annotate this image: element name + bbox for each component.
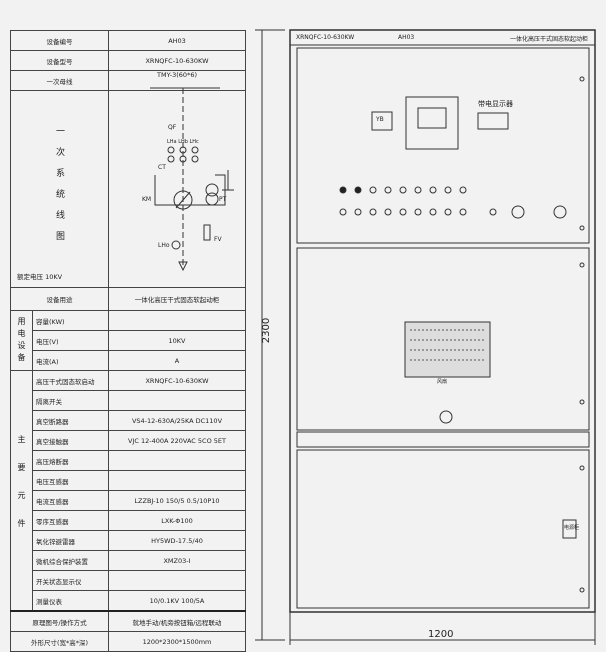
diagram-label: 一次系统线图	[54, 126, 64, 252]
yb-box	[371, 111, 393, 131]
indicator-lamp	[444, 208, 452, 216]
indicator-lamp	[399, 208, 407, 216]
indicator-lamp	[414, 208, 422, 216]
middle-door	[296, 247, 590, 431]
indicator-lamp	[339, 208, 347, 216]
indicator-lamp	[414, 186, 422, 194]
indicator-lamp	[369, 186, 377, 194]
door-lock-icon	[439, 410, 453, 424]
diagram-label-cell: 一次系统线图额定电压 10KV	[10, 90, 109, 288]
zero-ct-label: LHo	[158, 242, 170, 249]
qf-label: QF	[168, 124, 177, 131]
lh-label: LHa LHb LHc	[167, 139, 199, 145]
live-display-label: 带电显示器	[478, 100, 513, 108]
indicator-lamp	[429, 208, 437, 216]
protection-relay	[405, 96, 459, 150]
indicator-lamp	[399, 186, 407, 194]
indicator-lamp	[369, 208, 377, 216]
cabinet-number: AH03	[398, 34, 415, 41]
pt-label: PT	[219, 196, 227, 203]
width-dimension: 1200	[428, 629, 454, 640]
row-value	[108, 570, 246, 591]
indicator-lamp	[354, 208, 362, 216]
selector-switch	[553, 205, 567, 219]
ct-label: CT	[158, 164, 166, 171]
rated-voltage: 额定电压 10KV	[17, 273, 63, 281]
indicator-lamp	[384, 186, 392, 194]
lower-door	[296, 449, 590, 609]
height-dimension: 2300	[261, 317, 273, 344]
cabinet-front-view	[289, 29, 596, 613]
fan-label: 风扇	[437, 379, 448, 385]
indicator-lamp	[339, 186, 347, 194]
upper-door	[296, 47, 590, 244]
cabinet-model: XRNQFC-10-630KW	[296, 34, 355, 41]
yb-label: YB	[376, 116, 384, 123]
indicator-lamp	[444, 186, 452, 194]
km-label: KM	[142, 196, 152, 203]
row-label: 开关状态显示仪	[32, 570, 109, 591]
indicator-lamp	[429, 186, 437, 194]
single-line-diagram	[150, 87, 234, 272]
door-label: 电源柜	[564, 525, 580, 531]
live-display	[477, 112, 509, 130]
indicator-buttons	[339, 186, 567, 219]
indicator-lamp	[459, 208, 467, 216]
indicator-lamp	[459, 186, 467, 194]
indicator-lamp	[354, 186, 362, 194]
door-handle	[562, 519, 577, 539]
indicator-lamp	[489, 208, 497, 216]
single-line-diagram-cell	[108, 90, 246, 288]
fv-label: FV	[214, 236, 222, 243]
cabinet-title: 一体化高压干式固态软起动柜	[510, 36, 589, 43]
selector-switch	[511, 205, 525, 219]
indicator-lamp	[384, 208, 392, 216]
